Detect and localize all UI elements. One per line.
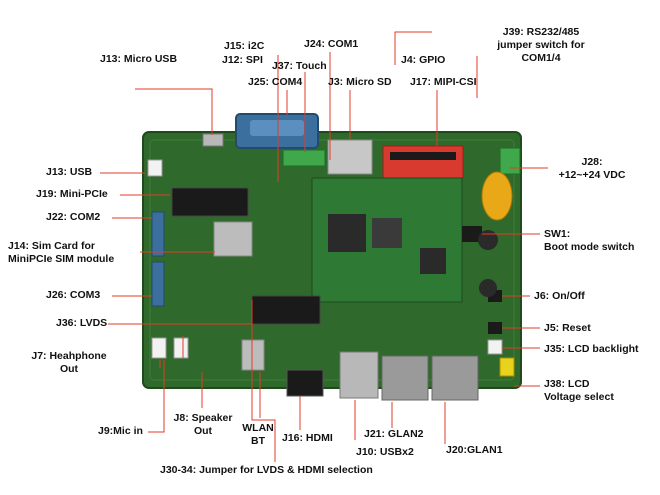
label-j38-line2: Voltage select (544, 391, 614, 403)
sim-slot (213, 221, 253, 257)
label-j38: J38: LCD Voltage select (544, 378, 614, 404)
label-j28-line2: +12~+24 VDC (558, 169, 626, 181)
label-j26-com3: J26: COM3 (46, 289, 101, 301)
backlight-header (487, 339, 503, 355)
label-j7-line1: J7: Heahphone (31, 350, 107, 362)
label-j38-line1: J38: LCD (544, 378, 590, 390)
label-j39-line3: COM1/4 (521, 52, 561, 64)
label-j24-com1: J24: COM1 (304, 38, 359, 50)
label-j25-com4: J25: COM4 (248, 76, 303, 88)
label-j37-touch: J37: Touch (272, 60, 327, 72)
label-wlan: WLAN BT (238, 422, 278, 448)
label-j17-mipi-csi: J17: MIPI-CSI (410, 76, 477, 88)
label-j36-lvds: J36: LVDS (56, 317, 108, 329)
label-j35-lcd-backlight: J35: LCD backlight (544, 343, 639, 355)
label-j8: J8: Speaker Out (166, 412, 240, 438)
leader-lines (100, 31, 548, 462)
label-j8-line2: Out (193, 425, 213, 437)
label-j39: J39: RS232/485 jumper switch for COM1/4 (476, 26, 606, 65)
label-j28-line1: J28: (581, 156, 603, 168)
label-j16-hdmi: J16: HDMI (282, 432, 333, 444)
label-j6-onoff: J6: On/Off (534, 290, 585, 302)
com3-header (151, 261, 165, 307)
hdmi-port (286, 369, 324, 397)
label-j14-line2: MiniPCIe SIM module (8, 253, 115, 265)
label-j13-micro-usb: J13: Micro USB (100, 53, 178, 65)
jumper-block (251, 295, 321, 325)
wlan-module (241, 339, 265, 371)
label-j39-line2: jumper switch for (497, 39, 585, 51)
power-terminal (499, 147, 521, 175)
reset-switch (488, 322, 502, 334)
label-sw1: SW1: Boot mode switch (544, 228, 634, 254)
lcd-voltage-jumper (499, 357, 515, 377)
label-j21-glan2: J21: GLAN2 (364, 428, 424, 440)
label-j15-i2c: J15: i2C (224, 40, 265, 52)
label-j7: J7: Heahphone Out (28, 350, 110, 376)
label-j13-usb: J13: USB (46, 166, 93, 178)
touch-terminal (282, 149, 326, 167)
label-j8-line1: J8: Speaker (173, 412, 233, 424)
boot-switch (462, 226, 482, 242)
label-j39-line1: J39: RS232/485 (502, 26, 580, 38)
label-j14: J14: Sim Card for MiniPCIe SIM module (8, 240, 114, 266)
label-j19-minipcie: J19: Mini-PCIe (36, 188, 108, 200)
usb-stack (339, 351, 379, 399)
label-j14-line1: J14: Sim Card for (8, 240, 95, 252)
com2-header (151, 211, 165, 257)
label-sw1-line1: SW1: (544, 228, 571, 240)
micro-usb-connector (202, 133, 224, 147)
gpio-header (382, 145, 464, 179)
label-j10-usbx2: J10: USBx2 (356, 446, 414, 458)
label-sw1-line2: Boot mode switch (544, 241, 635, 253)
mic-jack (173, 337, 189, 359)
label-j20-glan1: J20:GLAN1 (446, 444, 503, 456)
power-capacitor (481, 171, 513, 221)
label-j4-gpio: J4: GPIO (401, 54, 446, 66)
label-j3-micro-sd: J3: Micro SD (328, 76, 392, 88)
label-j28: J28: +12~+24 VDC (544, 156, 640, 182)
headphone-jack (151, 337, 167, 359)
label-j12-spi: J12: SPI (222, 54, 263, 66)
glan1-port (431, 355, 479, 401)
glan2-port (381, 355, 429, 401)
label-wlan-line1: WLAN (242, 422, 274, 434)
minipcie-slot (171, 187, 249, 217)
label-j5-reset: J5: Reset (544, 322, 591, 334)
label-j9-mic: J9:Mic in (98, 425, 143, 437)
micro-sd-slot (327, 139, 373, 175)
label-j30-34: J30-34: Jumper for LVDS & HDMI selection (160, 464, 373, 476)
usb-header-left (147, 159, 163, 177)
label-j7-line2: Out (59, 363, 79, 375)
label-j22-com2: J22: COM2 (46, 211, 101, 223)
label-wlan-line2: BT (251, 435, 265, 447)
